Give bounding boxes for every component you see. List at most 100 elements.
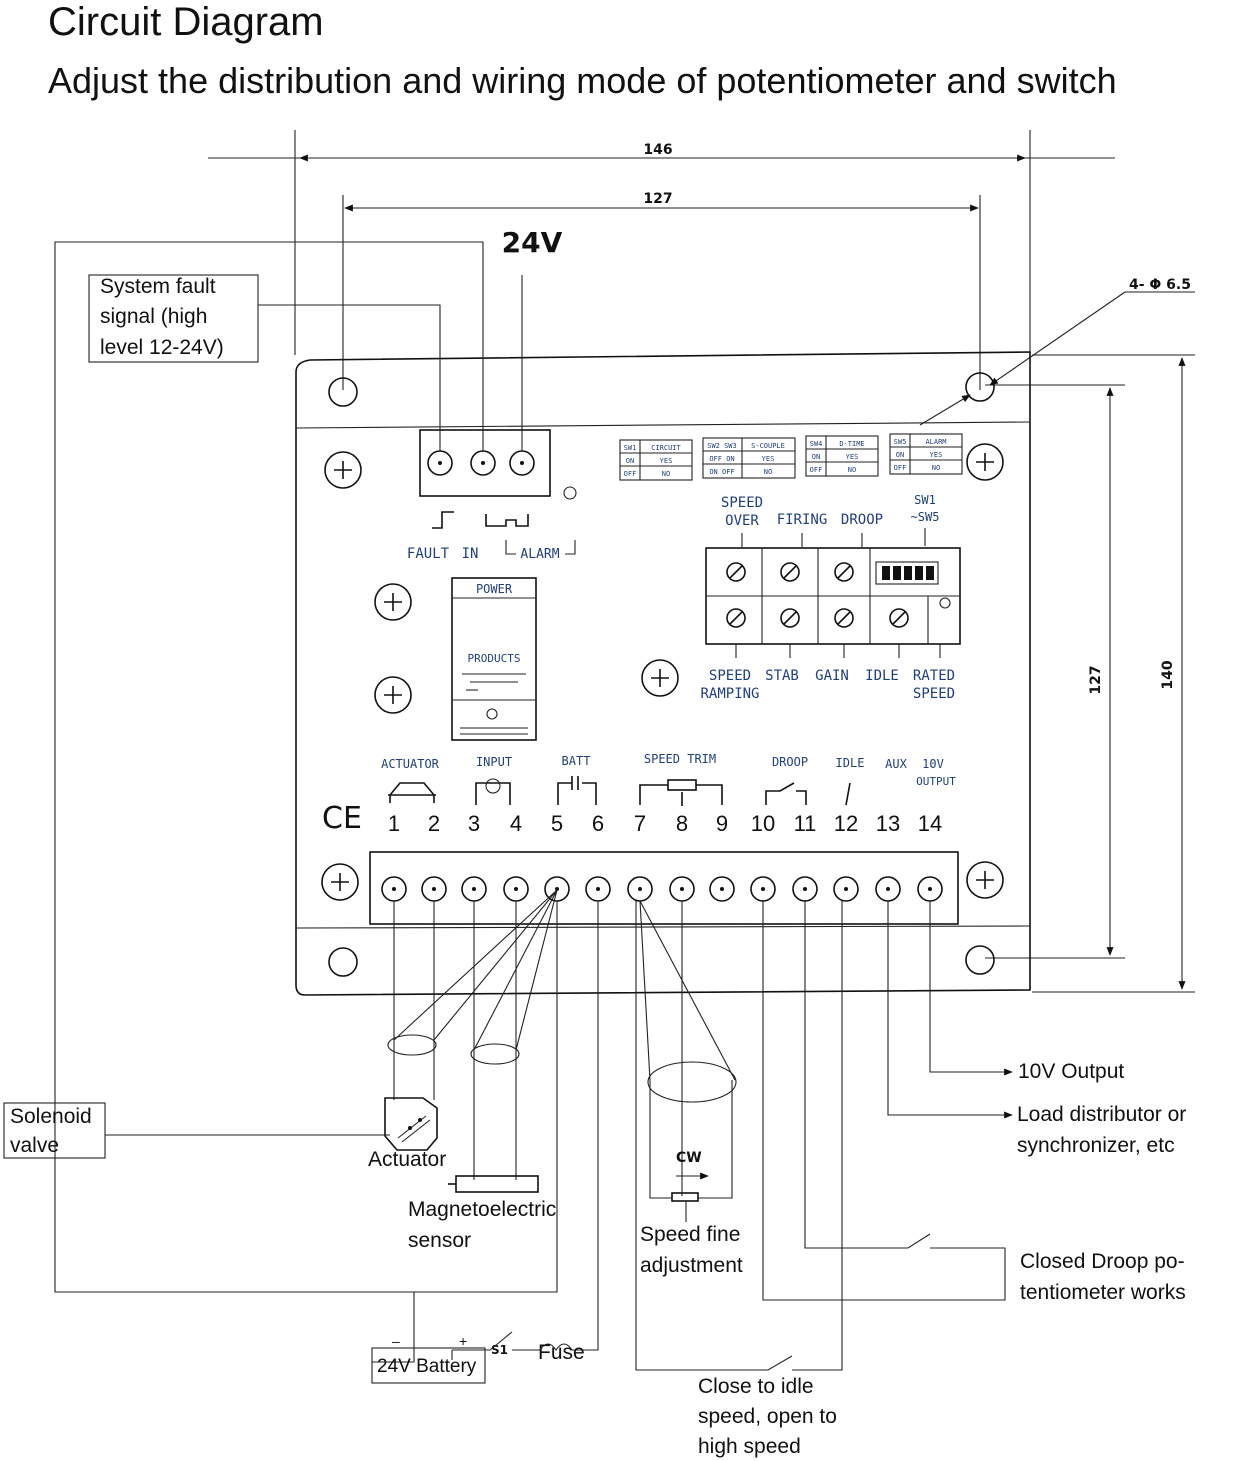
terminal-number: 10 (751, 811, 775, 836)
power-module (451, 577, 537, 741)
supply-voltage-label: 24V (502, 226, 563, 259)
cw-label: CW (676, 1150, 702, 1166)
terminal-number: 6 (592, 811, 604, 836)
mount-hole-tr (965, 372, 995, 402)
label-10v-group: 10V (922, 757, 944, 771)
terminal-number: 5 (551, 811, 563, 836)
dim-holes: 4- Φ 6.5 (1129, 277, 1191, 293)
svg-text:OFF: OFF (810, 466, 823, 474)
svg-text:ON: ON (896, 451, 904, 459)
load-line2: synchronizer, etc (1017, 1134, 1175, 1157)
label-speed-trim-group: SPEED TRIM (644, 752, 716, 766)
fault-pulse-icon (432, 511, 454, 529)
input-symbol-icon (475, 782, 511, 805)
label-sw1: SW1 (914, 493, 936, 507)
external-wiring (54, 241, 1013, 1371)
dip-switch-bank (875, 561, 939, 585)
svg-text:ALARM: ALARM (925, 438, 946, 446)
output-10v-label: 10V Output (1018, 1060, 1124, 1083)
controller-board: FAULT IN ALARM POWER PRODUCTS SW1 CIRCUI… (295, 351, 1031, 996)
svg-text:NO: NO (662, 470, 670, 478)
svg-text:SW2 SW3: SW2 SW3 (707, 442, 737, 450)
trim-pot-icon (671, 1192, 699, 1202)
mount-hole-br (965, 945, 995, 975)
label-batt-group: BATT (562, 754, 591, 768)
battery-label: 24V Battery (377, 1356, 477, 1377)
actuator-icon (384, 1097, 438, 1151)
label-droop-group: DROOP (772, 755, 808, 769)
sensor-line1: Magnetoelectric (408, 1198, 556, 1221)
battery-minus: – (392, 1333, 400, 1349)
terminal-numbers: 1 2 3 4 5 6 7 8 9 10 11 12 13 14 (388, 811, 942, 836)
label-rated-1: RATED (913, 668, 955, 684)
solenoid-line2: valve (10, 1134, 59, 1157)
dim-height-inner: 127 (1088, 665, 1104, 694)
svg-text:YES: YES (762, 455, 775, 463)
mount-hole-tl (328, 377, 358, 407)
sensor-line2: sensor (408, 1229, 471, 1252)
droop-line2: tentiometer works (1020, 1281, 1186, 1304)
actuator-label: Actuator (368, 1148, 446, 1171)
actuator-symbol-icon (388, 782, 436, 803)
terminal-number: 12 (834, 811, 858, 836)
mount-hole-bl (328, 947, 358, 977)
label-actuator-group: ACTUATOR (381, 757, 440, 771)
label-idle-group: IDLE (836, 756, 865, 770)
dim-width-inner: 127 (643, 191, 672, 207)
idle-line3: high speed (698, 1435, 801, 1458)
switch-tables: SW1 CIRCUIT ON YES OFF NO SW2 SW3 S-COUP… (619, 433, 963, 481)
terminal-number: 7 (634, 811, 646, 836)
label-firing: FIRING (777, 512, 828, 528)
droop-switch-symbol-icon (765, 782, 807, 805)
fault-signal-box (88, 274, 259, 363)
label-speed: SPEED (721, 495, 763, 511)
terminal-number: 11 (794, 811, 817, 836)
svg-text:NO: NO (848, 466, 856, 474)
sensor-icon (455, 1175, 539, 1193)
label-fault: FAULT (407, 546, 450, 562)
power-module-label: POWER (476, 582, 513, 596)
screw-icon (321, 443, 1004, 901)
svg-text:SW4: SW4 (810, 440, 823, 448)
svg-text:YES: YES (660, 457, 673, 465)
label-speed-ramping-1: SPEED (709, 668, 751, 684)
svg-text:CIRCUIT: CIRCUIT (651, 444, 681, 452)
potentiometer-grid (705, 547, 961, 645)
batt-symbol-icon (557, 776, 597, 805)
label-speed-ramping-2: RAMPING (700, 686, 759, 702)
label-stab: STAB (765, 668, 799, 684)
load-line1: Load distributor or (1017, 1103, 1186, 1126)
terminal-number: 8 (676, 811, 688, 836)
droop-line1: Closed Droop po- (1020, 1250, 1185, 1273)
svg-text:S-COUPLE: S-COUPLE (751, 442, 785, 450)
fault-signal-line2: signal (high (100, 305, 207, 328)
label-sw5: ~SW5 (911, 510, 940, 524)
label-droop-pot: DROOP (841, 512, 883, 528)
idle-line2: speed, open to (698, 1405, 837, 1428)
label-in: IN (462, 546, 479, 562)
svg-text:YES: YES (930, 451, 943, 459)
switch-s1-label: S1 (491, 1343, 508, 1357)
label-over: OVER (725, 513, 759, 529)
svg-text:OFF: OFF (624, 470, 637, 478)
top-terminal-screws (427, 450, 577, 500)
svg-text:NO: NO (932, 464, 940, 472)
solenoid-box (3, 1102, 106, 1159)
svg-text:ON: ON (812, 453, 820, 461)
label-rated-2: SPEED (913, 686, 955, 702)
terminal-number: 4 (510, 811, 522, 836)
label-aux-group: AUX (885, 757, 907, 771)
terminal-number: 3 (468, 811, 480, 836)
power-module-brand: PRODUCTS (468, 652, 521, 665)
speed-fine-line2: adjustment (640, 1254, 743, 1277)
svg-text:D-TIME: D-TIME (839, 440, 864, 448)
page-title: Circuit Diagram (48, 0, 324, 44)
pot-icon (726, 562, 951, 628)
ce-mark: CE (322, 801, 362, 836)
callouts: System fault signal (high level 12-24V) … (3, 274, 1186, 1458)
label-output-group: OUTPUT (916, 775, 956, 788)
top-terminal-block (419, 429, 551, 497)
terminal-number: 13 (876, 811, 900, 836)
terminal-number: 14 (918, 811, 942, 836)
